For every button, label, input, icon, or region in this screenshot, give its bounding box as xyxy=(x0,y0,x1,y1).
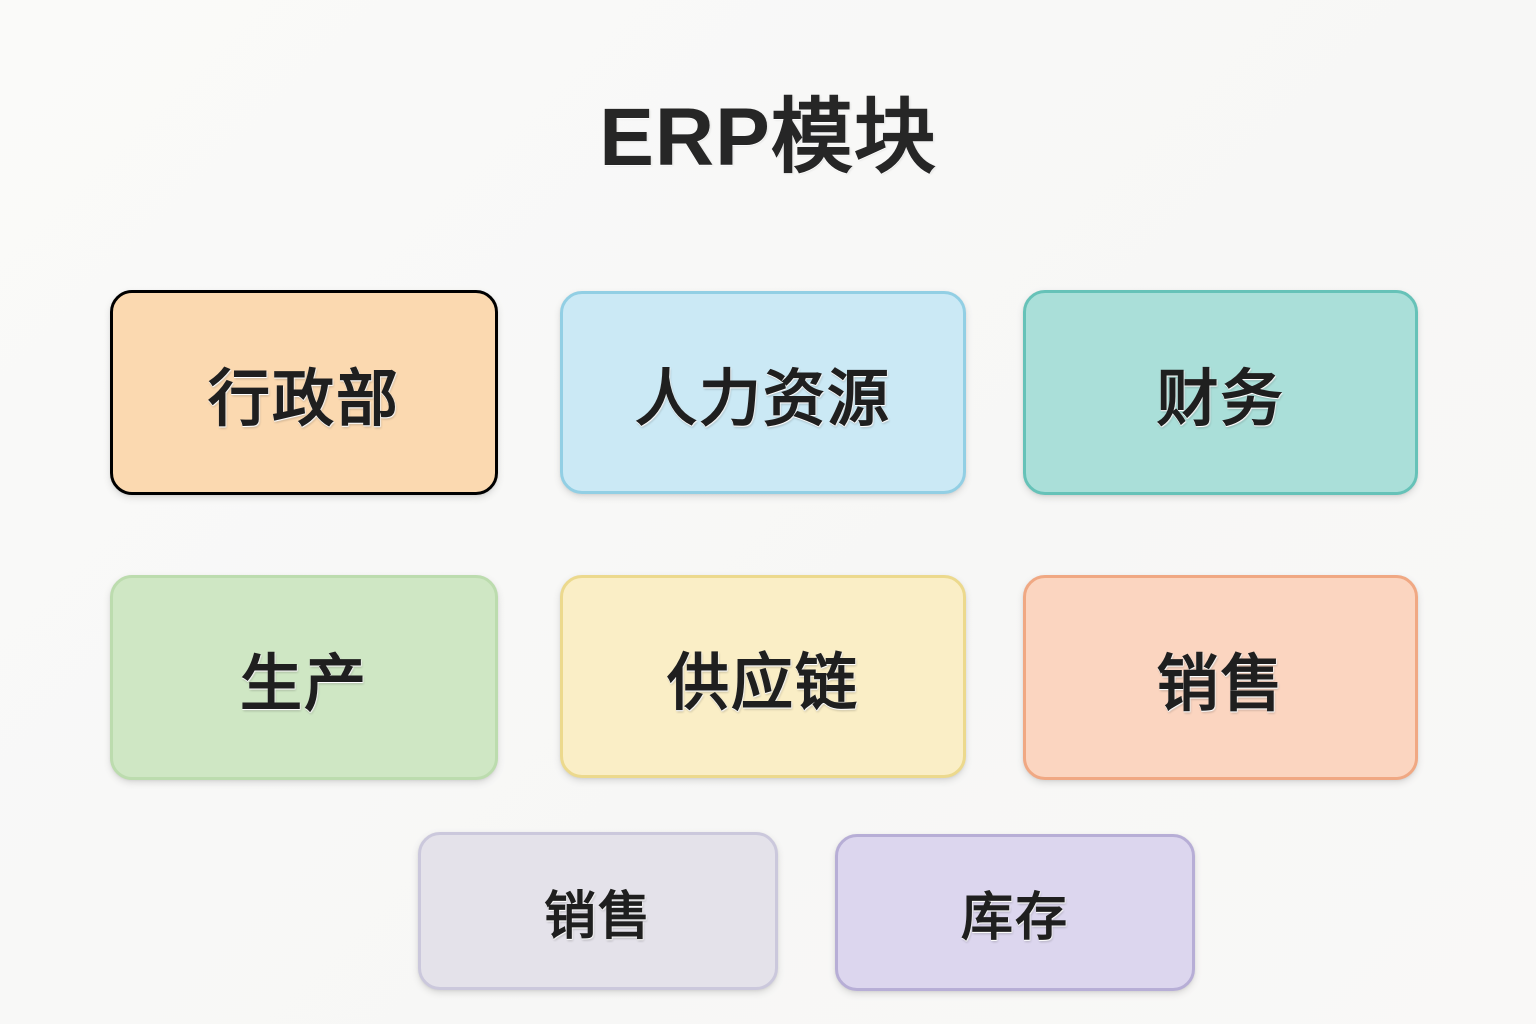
module-box-hr[interactable]: 人力资源 xyxy=(560,291,966,494)
module-box-sales[interactable]: 销售 xyxy=(1023,575,1418,780)
module-box-supplychain[interactable]: 供应链 xyxy=(560,575,966,778)
module-box-inventory[interactable]: 库存 xyxy=(835,834,1195,991)
module-label-admin: 行政部 xyxy=(207,364,400,434)
module-label-hr: 人力资源 xyxy=(634,364,891,434)
module-label-sales: 销售 xyxy=(1156,649,1285,719)
module-label-supplychain: 供应链 xyxy=(666,648,859,718)
module-label-production: 生产 xyxy=(239,649,368,719)
page-title: ERP模块 xyxy=(599,92,937,183)
module-box-production[interactable]: 生产 xyxy=(110,575,498,780)
module-box-admin[interactable]: 行政部 xyxy=(110,290,498,495)
module-label-inventory: 库存 xyxy=(960,889,1069,947)
module-label-finance: 财务 xyxy=(1156,364,1285,434)
module-box-sales-secondary[interactable]: 销售 xyxy=(418,832,778,990)
module-box-finance[interactable]: 财务 xyxy=(1023,290,1418,495)
module-label-sales-secondary: 销售 xyxy=(543,887,652,946)
